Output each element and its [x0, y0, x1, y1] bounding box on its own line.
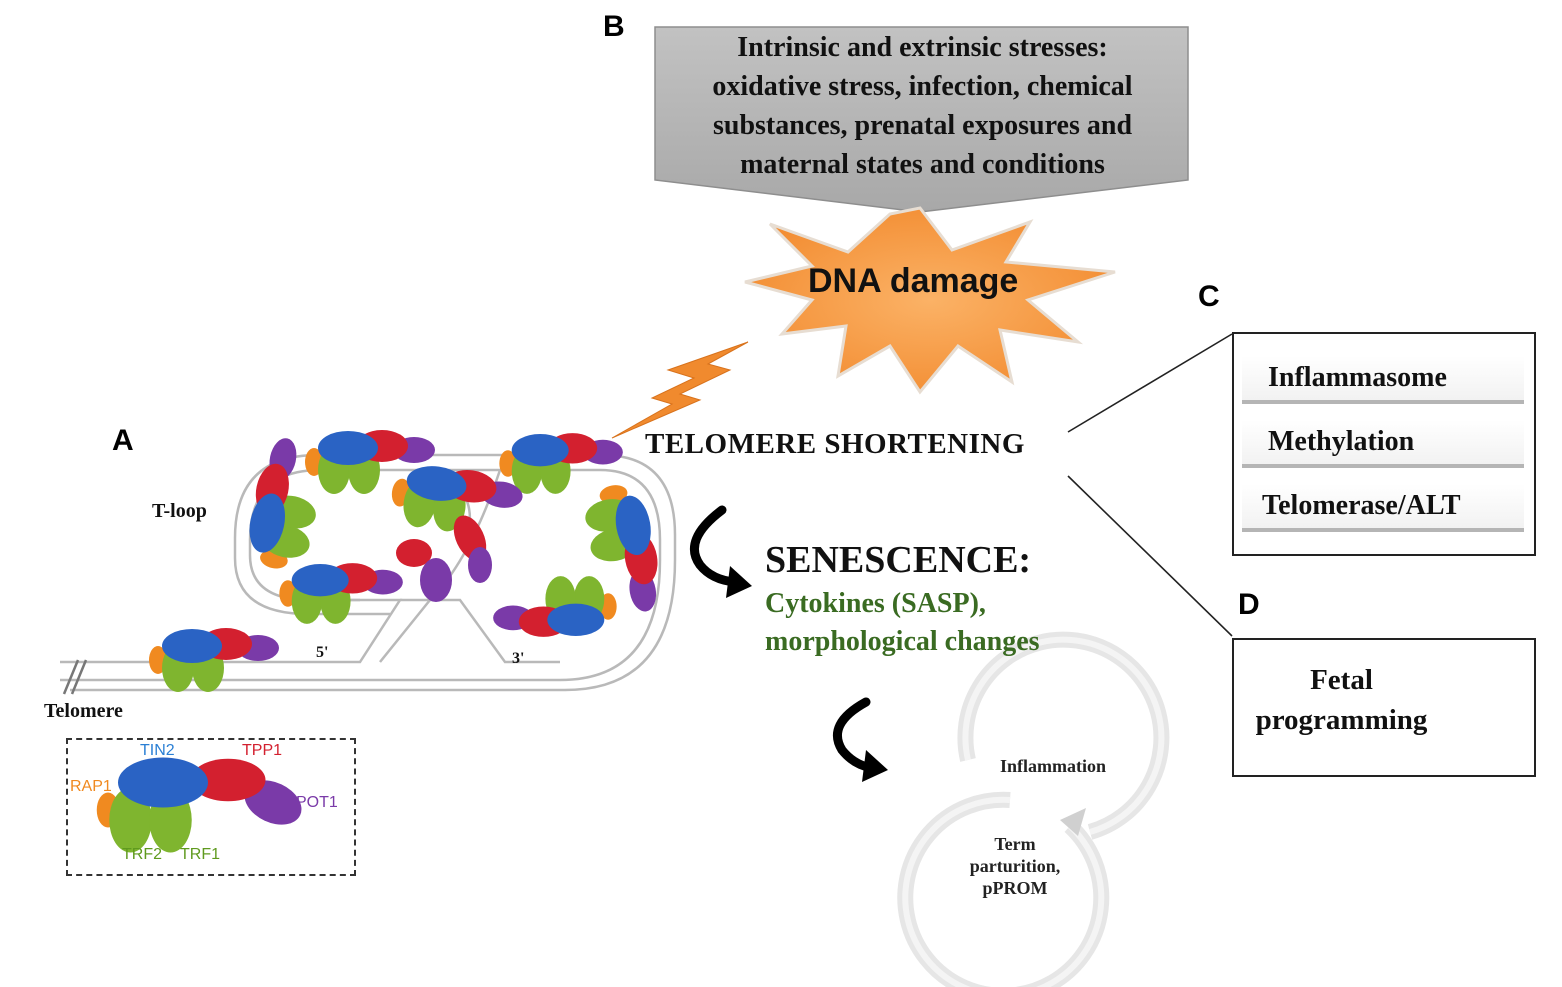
legend-tin2: TIN2	[140, 742, 175, 759]
mechanism-label: Inflammasome	[1268, 362, 1447, 393]
mechanism-row: Inflammasome	[1242, 356, 1524, 404]
inflammation-cycle	[897, 631, 1170, 987]
shelterin-legend	[66, 738, 356, 876]
fetal-line-2: programming	[1255, 704, 1428, 736]
panel-label-b: B	[603, 10, 625, 43]
dna-damage-burst	[744, 206, 1116, 395]
stress-line: substances, prenatal exposures and	[712, 110, 1133, 141]
senescence-line-2: morphological changes	[765, 626, 1040, 657]
term-label-line-1: Term	[994, 834, 1036, 854]
curved-arrow-to-senescence	[689, 505, 752, 598]
connector-to-d	[1067, 475, 1233, 637]
senescence-title: SENESCENCE:	[765, 539, 1032, 581]
fetal-programming-box: Fetal programming	[1232, 638, 1536, 777]
fetal-line-1: Fetal	[1310, 664, 1373, 696]
mechanism-row: Telomerase/ALT	[1242, 484, 1524, 532]
stress-text: Intrinsic and extrinsic stresses: oxidat…	[660, 28, 1185, 184]
telomere-label: Telomere	[44, 700, 123, 722]
three-prime-label: 3'	[512, 650, 525, 667]
five-prime-label: 5'	[316, 644, 329, 661]
legend-trf2: TRF2	[122, 846, 162, 863]
term-label-line-3: pPROM	[982, 878, 1048, 898]
panel-label-c: C	[1198, 280, 1220, 313]
tloop-label: T-loop	[152, 500, 207, 522]
shelterin-complexes	[149, 430, 667, 692]
stress-line: Intrinsic and extrinsic stresses:	[737, 32, 1108, 63]
telomere-shortening-label: TELOMERE SHORTENING	[645, 428, 1025, 460]
legend-pot1: POT1	[296, 794, 338, 811]
legend-rap1: RAP1	[70, 778, 112, 795]
term-label-line-2: parturition,	[969, 856, 1061, 876]
stress-box	[654, 26, 1189, 213]
lightning-bolt-icon	[611, 341, 749, 439]
mechanisms-box: Inflammasome Methylation Telomerase/ALT	[1232, 332, 1536, 556]
dna-damage-label: DNA damage	[808, 262, 1019, 300]
stress-line: maternal states and conditions	[740, 149, 1105, 180]
mechanism-row: Methylation	[1242, 420, 1524, 468]
curved-arrow-to-cycle	[833, 697, 888, 782]
inflammation-label: Inflammation	[1000, 756, 1107, 776]
panel-label-d: D	[1238, 588, 1260, 621]
connector-to-c	[1067, 333, 1233, 433]
senescence-line-1: Cytokines (SASP),	[765, 588, 986, 619]
mechanism-label: Telomerase/ALT	[1262, 490, 1461, 521]
legend-tpp1: TPP1	[242, 742, 283, 759]
stress-line: oxidative stress, infection, chemical	[712, 71, 1133, 102]
mechanism-label: Methylation	[1268, 426, 1415, 457]
panel-label-a: A	[112, 424, 134, 457]
legend-trf1: TRF1	[180, 846, 220, 863]
shelterin-legend-complex	[96, 757, 302, 853]
